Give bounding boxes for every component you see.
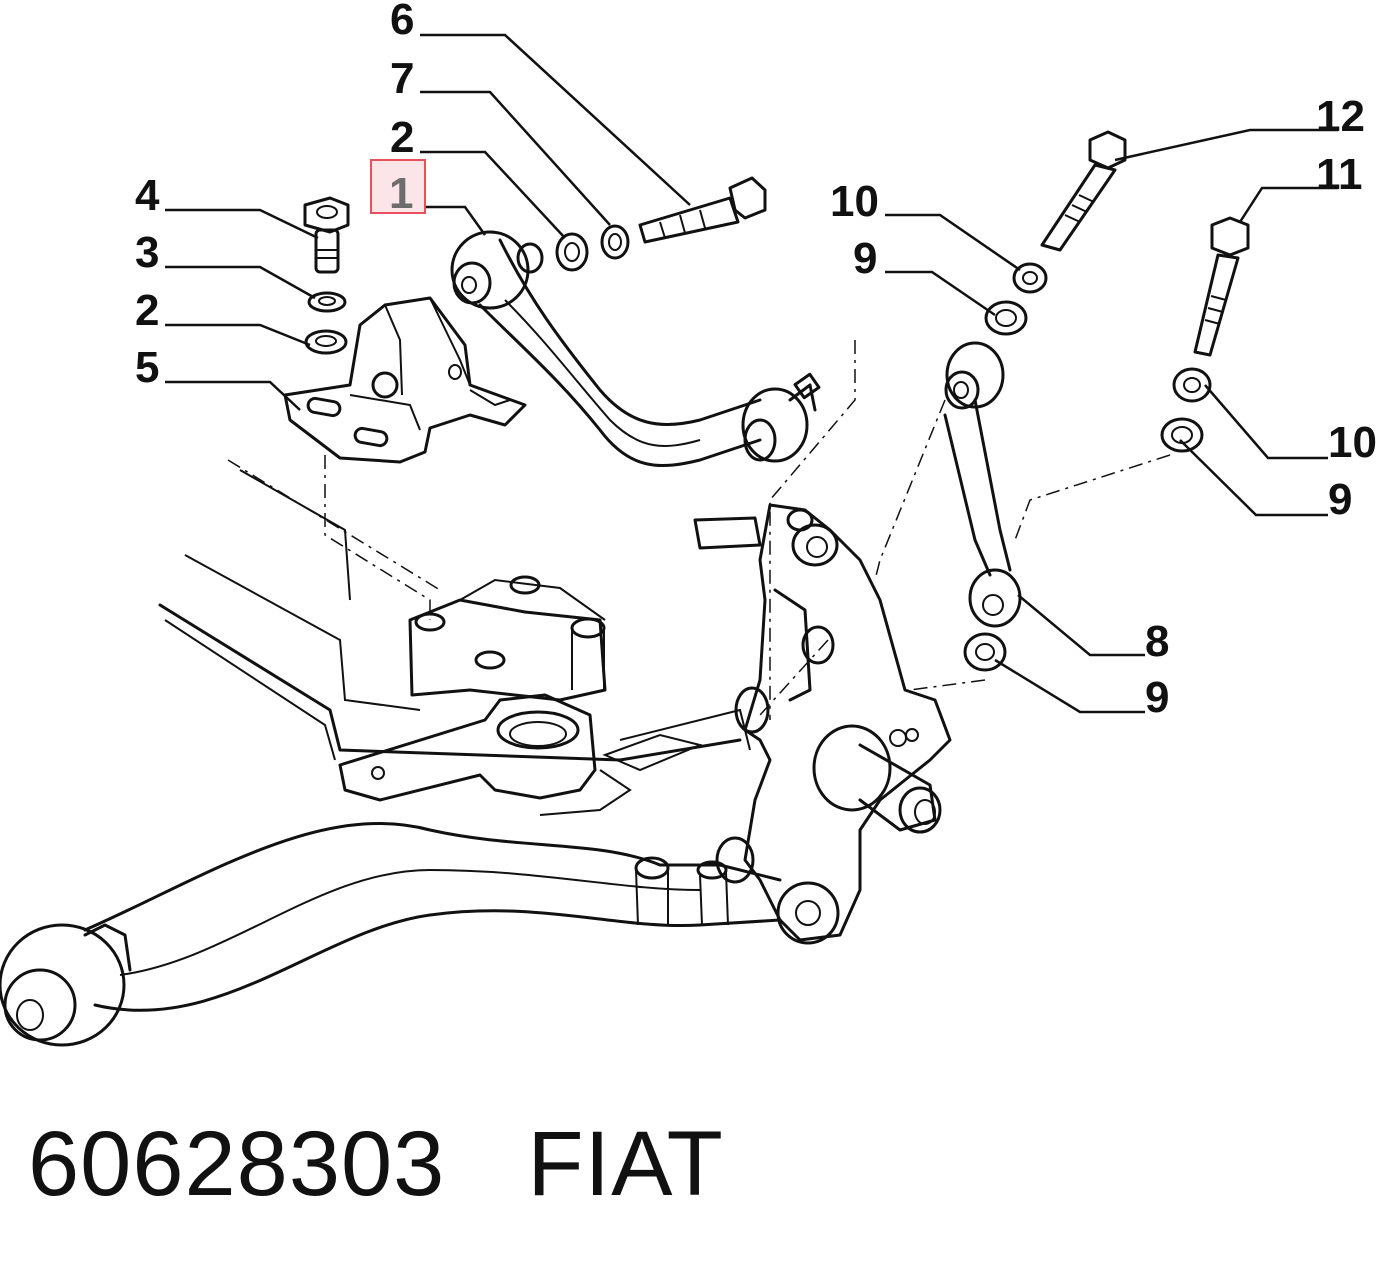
label-part-9-bottom: 9: [1145, 673, 1169, 722]
leader-6: [420, 33, 691, 206]
part-labels: 6 7 2 1 4 3 2 5 12 11 10 9 10 9 8 9: [135, 0, 1377, 722]
part-number: 60628303: [28, 1113, 446, 1215]
label-part-10-right: 10: [1328, 418, 1377, 467]
trailing-link: [943, 130, 1250, 672]
assembly-lines: [227, 340, 1171, 720]
label-part-4: 4: [135, 171, 160, 220]
leader-7: [420, 90, 611, 226]
label-part-1: 1: [389, 169, 413, 218]
label-part-8: 8: [1145, 617, 1169, 666]
leader-10-left: [885, 213, 1021, 272]
lower-control-arm: [0, 821, 782, 1047]
leader-lines: [165, 33, 1338, 714]
label-part-6: 6: [390, 0, 414, 44]
leader-3: [165, 265, 316, 300]
label-part-9-right: 9: [1328, 475, 1352, 524]
leader-12: [1114, 128, 1338, 162]
bracket-and-bolts: [283, 196, 527, 464]
brand-name: FIAT: [527, 1113, 724, 1215]
leader-5: [165, 380, 301, 411]
leader-1: [426, 205, 487, 236]
label-part-12: 12: [1316, 92, 1365, 141]
leader-4: [165, 208, 319, 240]
upper-bolt-hardware: [555, 176, 767, 272]
label-part-9-left: 9: [853, 234, 877, 283]
part-caption: 60628303 FIAT: [28, 1112, 724, 1217]
highlight-box: [370, 159, 426, 214]
label-part-3: 3: [135, 228, 159, 277]
subframe: [158, 469, 751, 816]
label-part-2-lower: 2: [135, 286, 159, 335]
label-part-2-upper: 2: [390, 113, 414, 162]
leader-9-left: [885, 270, 996, 317]
label-part-10-left: 10: [830, 177, 879, 226]
leader-2-upper: [420, 150, 566, 239]
leader-9-bottom: [994, 658, 1145, 714]
upper-control-arm: [450, 230, 821, 468]
label-part-11: 11: [1316, 150, 1363, 199]
leader-11: [1238, 186, 1338, 223]
knuckle: [693, 503, 952, 945]
leader-10-right: [1204, 384, 1328, 460]
label-part-7: 7: [390, 54, 414, 103]
leader-9-right: [1179, 439, 1328, 517]
leader-2-lower: [165, 323, 311, 347]
leader-8: [1017, 594, 1145, 657]
label-part-5: 5: [135, 343, 159, 392]
